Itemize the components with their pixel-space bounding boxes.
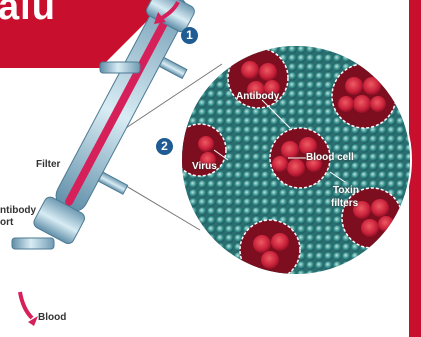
- outflow-arrow-icon: [20, 292, 32, 318]
- banner-title: alu: [0, 0, 56, 29]
- label-virus: Virus: [192, 162, 217, 172]
- label-antibody-port-line2: ort: [0, 218, 13, 228]
- label-filter: Filter: [36, 160, 60, 170]
- label-antibody-port-line1: ntibody: [0, 206, 36, 216]
- label-toxin: Toxin: [333, 186, 359, 196]
- label-toxin-filters: filters: [331, 199, 358, 209]
- label-blood: Blood: [38, 313, 66, 323]
- label-antibody: Antibody: [236, 92, 279, 102]
- antibody-port: [12, 238, 54, 249]
- label-blood-cell: Blood cell: [306, 153, 354, 163]
- top-side-port: [100, 62, 140, 73]
- step-marker-2: 2: [156, 138, 173, 155]
- step-marker-1: 1: [181, 27, 198, 44]
- blood-cell-cluster: [332, 64, 396, 128]
- blood-cell-cluster: [342, 188, 402, 248]
